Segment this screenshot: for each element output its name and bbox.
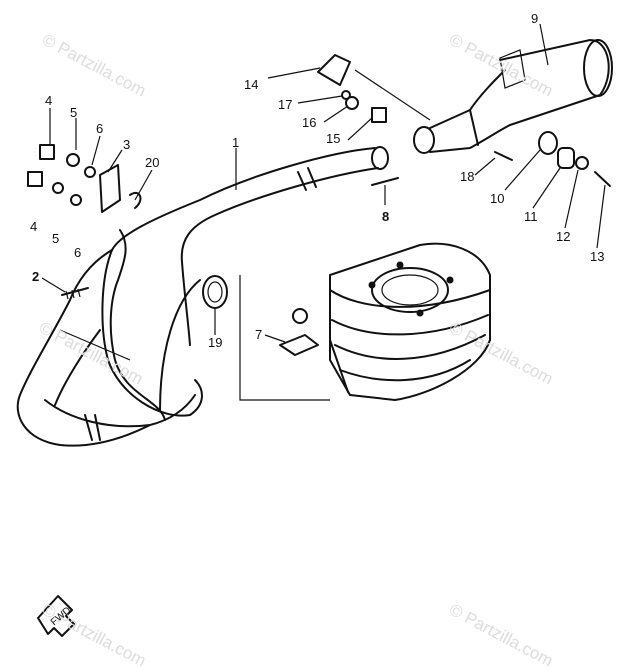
callout-1: 1 <box>232 135 240 150</box>
callout-5: 5 <box>52 231 60 246</box>
callout-7: 7 <box>255 327 263 342</box>
leader-lines <box>41 23 606 401</box>
callout-8: 8 <box>382 209 390 224</box>
callout-17: 17 <box>278 97 293 112</box>
callout-18: 18 <box>460 169 475 184</box>
callout-12: 12 <box>556 229 571 244</box>
callout-14: 14 <box>244 77 259 92</box>
callout-6: 6 <box>96 121 104 136</box>
callout-20: 20 <box>145 155 160 170</box>
cylinder <box>329 242 491 401</box>
callout-4: 4 <box>30 219 38 234</box>
fwd-arrow-icon <box>37 595 75 637</box>
callout-11: 11 <box>524 209 538 224</box>
support-rod <box>59 229 166 421</box>
hardware <box>27 54 611 356</box>
callout-5: 5 <box>70 105 78 120</box>
callout-13: 13 <box>590 249 605 264</box>
exhaust-parts-diagram <box>16 23 613 637</box>
silencer <box>413 39 613 154</box>
callout-6: 6 <box>74 245 82 260</box>
callout-15: 15 <box>326 131 341 146</box>
callout-19: 19 <box>208 335 223 350</box>
callout-2: 2 <box>32 269 40 284</box>
expansion-chamber <box>16 146 389 447</box>
callout-16: 16 <box>302 115 317 130</box>
callout-10: 10 <box>490 191 505 206</box>
callout-4: 4 <box>45 93 53 108</box>
callout-9: 9 <box>531 11 539 26</box>
callout-3: 3 <box>123 137 131 152</box>
